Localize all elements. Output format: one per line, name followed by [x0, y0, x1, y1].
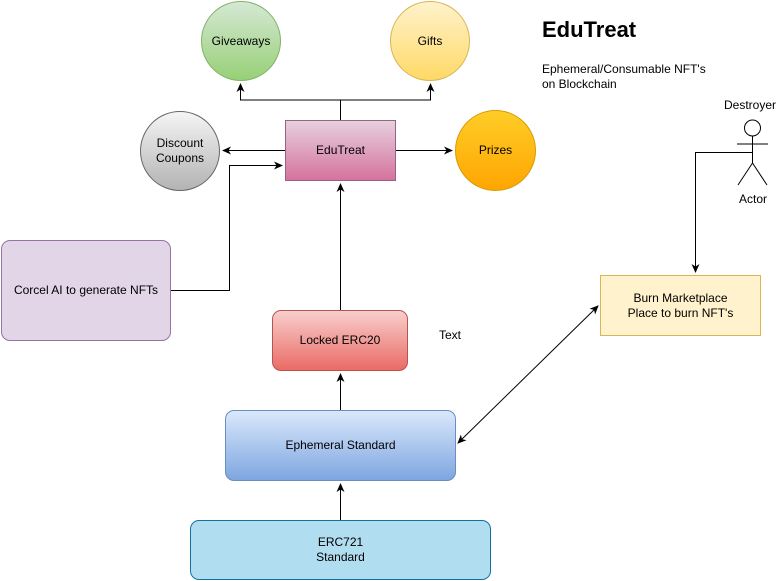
actor-top-label: Destroyer: [724, 98, 777, 112]
edge-actor-to-burn: [691, 152, 752, 273]
free-text-label[interactable]: Text: [439, 328, 462, 342]
edge-edutreat-to-giveaways: [236, 83, 341, 120]
node-locked-erc20[interactable]: Locked ERC20: [272, 310, 408, 371]
node-erc721-standard[interactable]: ERC721 Standard: [190, 520, 491, 580]
actor-bottom-label: Actor: [739, 192, 768, 206]
node-discount-coupons[interactable]: Discount Coupons: [140, 111, 220, 191]
node-edutreat[interactable]: EduTreat: [285, 120, 396, 181]
node-corcel-ai[interactable]: Corcel AI to generate NFTs: [1, 240, 171, 341]
edge-corcel-to-edutreat: [171, 161, 283, 291]
edge-edutreat-to-gifts: [340, 83, 435, 101]
actor-stick-figure-icon: [737, 119, 768, 186]
node-prizes[interactable]: Prizes: [455, 110, 536, 191]
node-burn-marketplace[interactable]: Burn Marketplace Place to burn NFT's: [600, 275, 761, 336]
node-gifts[interactable]: Gifts: [390, 1, 470, 81]
node-giveaways[interactable]: Giveaways: [201, 1, 281, 81]
diagram-title: EduTreat: [542, 17, 637, 42]
node-ephemeral-standard[interactable]: Ephemeral Standard: [225, 410, 456, 481]
diagram-subtitle: Ephemeral/Consumable NFT's on Blockchain: [542, 62, 706, 91]
edge-ephemeral-burn-bidirectional: [457, 305, 599, 444]
